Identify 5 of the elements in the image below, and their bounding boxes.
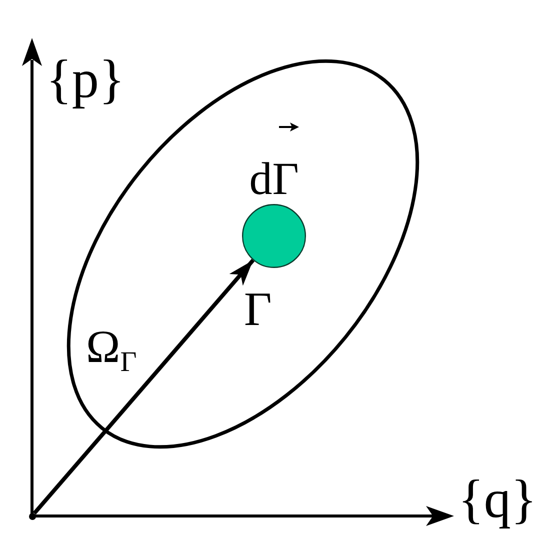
axis-label: {p} bbox=[46, 52, 125, 106]
vector-arrow bbox=[32, 258, 255, 515]
axis-label: {q} bbox=[458, 472, 537, 526]
region-label: Ω$_{Γ}$ bbox=[86, 324, 137, 370]
cell-label: dΓ bbox=[249, 156, 299, 202]
